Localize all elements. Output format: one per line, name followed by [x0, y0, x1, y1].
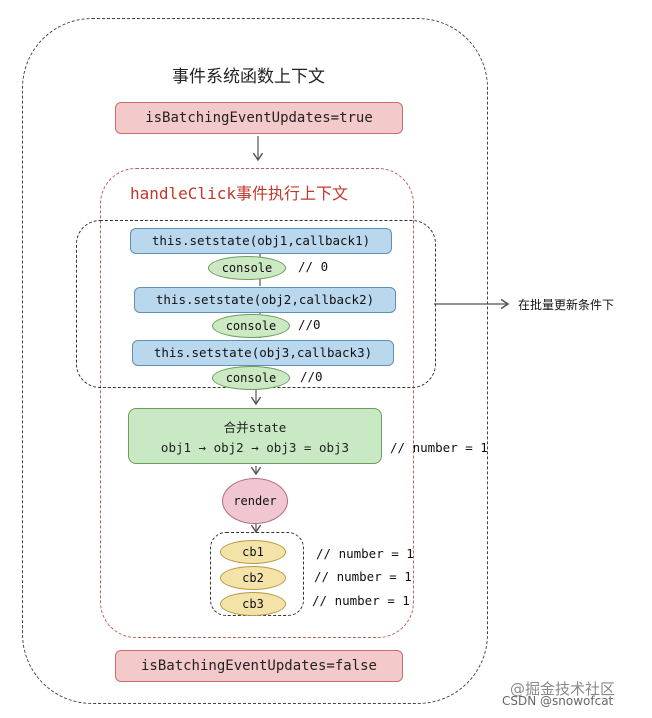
merge-state-box: 合并state obj1 → obj2 → obj3 = obj3	[128, 408, 382, 464]
callback-cb3: cb3	[220, 592, 286, 616]
console-3-comment: //0	[300, 369, 323, 384]
callback-cb2-comment: // number = 1	[314, 569, 412, 584]
merge-state-flow: obj1 → obj2 → obj3 = obj3	[160, 440, 350, 455]
merge-state-title: 合并state	[223, 420, 287, 435]
batch-update-label: 在批量更新条件下	[518, 298, 615, 312]
render-node: render	[222, 478, 288, 524]
merge-state-comment: // number = 1	[390, 440, 488, 455]
console-3: console	[212, 366, 290, 390]
setstate-call-1: this.setstate(obj1,callback1)	[130, 228, 392, 254]
watermark-csdn: CSDN @snowofcat	[502, 694, 614, 708]
event-system-context-title: 事件系统函数上下文	[172, 67, 325, 87]
setstate-call-2: this.setstate(obj2,callback2)	[134, 287, 396, 313]
watermark-juejin: @掘金技术社区	[510, 680, 616, 698]
callback-cb2: cb2	[220, 566, 286, 590]
handleclick-context-title: handleClick事件执行上下文	[130, 184, 348, 203]
setstate-call-3: this.setstate(obj3,callback3)	[132, 340, 394, 366]
console-1-comment: // 0	[298, 259, 329, 274]
callback-cb3-comment: // number = 1	[312, 593, 410, 608]
callback-cb1: cb1	[220, 540, 286, 564]
batching-flag-false: isBatchingEventUpdates=false	[115, 650, 403, 682]
console-2-comment: //0	[298, 317, 321, 332]
callback-cb1-comment: // number = 1	[316, 546, 414, 561]
console-2: console	[212, 314, 290, 338]
event-system-context-frame	[22, 18, 488, 704]
handleclick-context-frame	[100, 168, 414, 638]
batching-flag-true: isBatchingEventUpdates=true	[115, 102, 403, 134]
console-1: console	[208, 256, 286, 280]
